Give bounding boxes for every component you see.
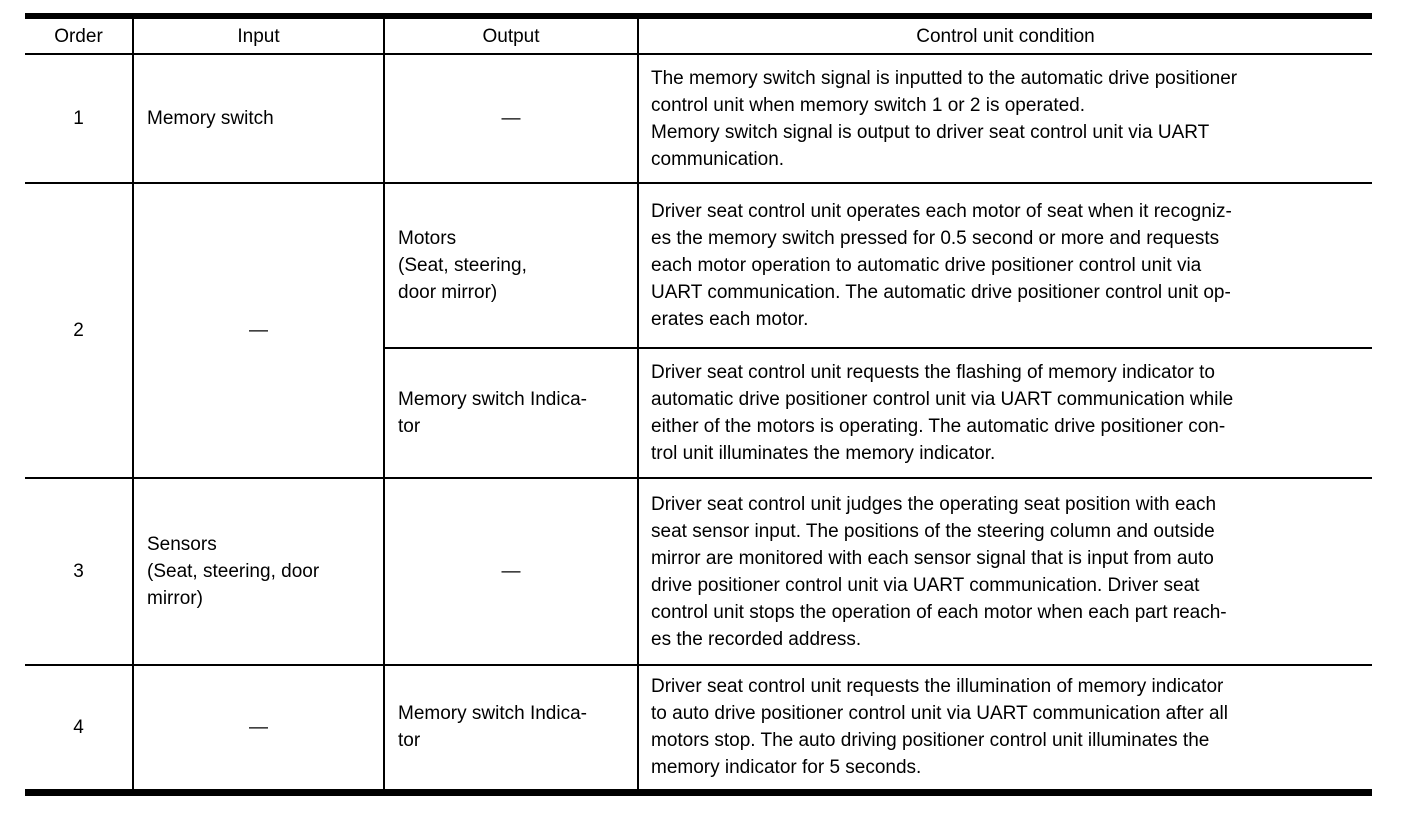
col-header-input: Input bbox=[132, 15, 385, 55]
manual-page: Order Input Output Control unit conditio… bbox=[25, 13, 1372, 796]
table-sub-row: Memory switch Indica- tor Driver seat co… bbox=[25, 347, 1372, 479]
cell-order: 4 bbox=[25, 664, 134, 793]
cell-order: 2 bbox=[25, 182, 134, 479]
table-header-row: Order Input Output Control unit conditio… bbox=[25, 15, 1372, 55]
cell-output-dash: — bbox=[383, 53, 639, 184]
cell-condition: Driver seat control unit judges the oper… bbox=[637, 477, 1372, 666]
cell-order: 1 bbox=[25, 53, 134, 184]
col-header-output: Output bbox=[383, 15, 639, 55]
io-signal-table: Order Input Output Control unit conditio… bbox=[25, 13, 1372, 796]
cell-input: Memory switch bbox=[132, 53, 385, 184]
cell-output-dash: — bbox=[383, 477, 639, 666]
table-row: 1 Memory switch — The memory switch sign… bbox=[25, 53, 1372, 184]
cell-input: Sensors (Seat, steering, door mirror) bbox=[132, 477, 385, 666]
table-row: 4 — Memory switch Indica- tor Driver sea… bbox=[25, 664, 1372, 793]
cell-condition: Driver seat control unit requests the fl… bbox=[637, 347, 1372, 479]
cell-input-dash: — bbox=[132, 182, 385, 479]
cell-condition: Driver seat control unit requests the il… bbox=[637, 664, 1372, 793]
cell-condition: Driver seat control unit operates each m… bbox=[637, 182, 1372, 349]
cell-output: Motors (Seat, steering, door mirror) bbox=[383, 182, 639, 349]
cell-condition: The memory switch signal is inputted to … bbox=[637, 53, 1372, 184]
col-header-order: Order bbox=[25, 15, 134, 55]
cell-input-dash: — bbox=[132, 664, 385, 793]
cell-output: Memory switch Indica- tor bbox=[383, 347, 639, 479]
col-header-control-unit-condition: Control unit condition bbox=[637, 15, 1372, 55]
table-row: 3 Sensors (Seat, steering, door mirror) … bbox=[25, 477, 1372, 666]
table-row: 2 — Motors (Seat, steering, door mirror)… bbox=[25, 182, 1372, 479]
cell-output: Memory switch Indica- tor bbox=[383, 664, 639, 793]
cell-order: 3 bbox=[25, 477, 134, 666]
